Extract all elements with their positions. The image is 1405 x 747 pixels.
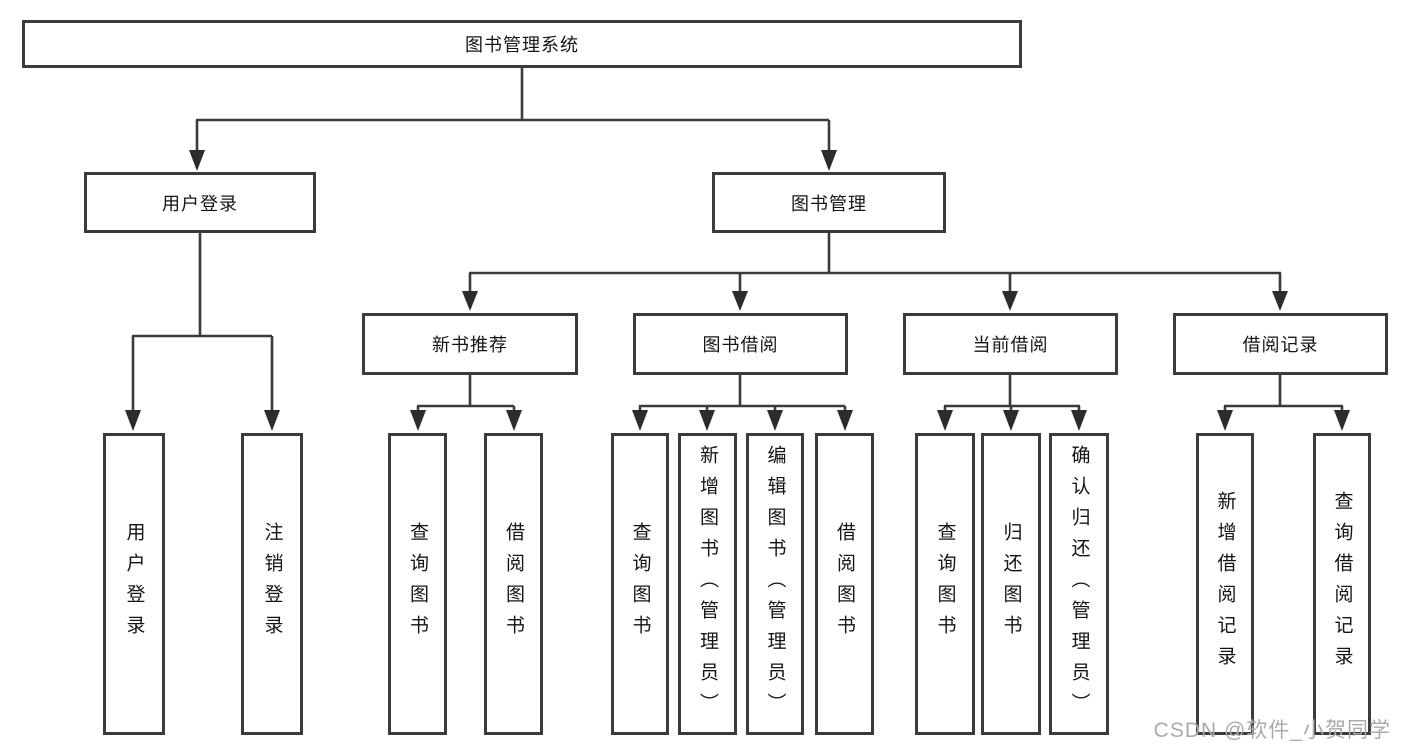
leaf-recommend-query-book: 查询图书 [388, 433, 447, 735]
leaf-borrow-borrow-book-label: 借阅图书 [834, 522, 855, 646]
leaf-borrow-add-book-admin-label: 新增图书（管理员） [697, 444, 718, 724]
node-current-borrow: 当前借阅 [903, 313, 1118, 375]
node-book-management-label: 图书管理 [791, 193, 867, 214]
leaf-recommend-query-book-label: 查询图书 [407, 522, 428, 646]
leaf-borrow-edit-book-admin-label: 编辑图书（管理员） [764, 444, 786, 724]
node-book-borrow-label: 图书借阅 [702, 335, 779, 355]
connector-borrow-to-leaves [638, 375, 847, 412]
leaf-recommend-borrow-book-label: 借阅图书 [503, 522, 524, 646]
node-borrow-record-label: 借阅记录 [1242, 335, 1319, 355]
arrowheads-newbook-to-leaves [410, 410, 522, 431]
leaf-borrow-query-book-label: 查询图书 [629, 522, 651, 646]
arrowheads-borrow-to-leaves [632, 410, 853, 431]
node-borrow-record: 借阅记录 [1173, 313, 1388, 375]
leaf-borrow-add-book-admin: 新增图书（管理员） [678, 433, 737, 735]
arrowheads-record-to-leaves [1217, 410, 1350, 431]
connector-userlogin-to-leaves [131, 233, 274, 412]
leaf-current-confirm-return-admin: 确认归还（管理员） [1049, 433, 1109, 735]
node-user-login-label: 用户登录 [162, 193, 238, 214]
node-book-borrow: 图书借阅 [633, 313, 848, 375]
leaf-current-confirm-return-admin-label: 确认归还（管理员） [1068, 444, 1090, 724]
leaf-borrow-query-book: 查询图书 [611, 433, 669, 735]
node-current-borrow-label: 当前借阅 [972, 335, 1049, 355]
leaf-current-query-book-label: 查询图书 [934, 522, 956, 646]
leaf-record-query-label: 查询借阅记录 [1331, 491, 1353, 677]
leaf-current-query-book: 查询图书 [915, 433, 975, 735]
node-root-system-label: 图书管理系统 [465, 35, 579, 55]
leaf-user-login: 用户登录 [103, 433, 165, 735]
leaf-recommend-borrow-book: 借阅图书 [484, 433, 543, 735]
leaf-current-return-book-label: 归还图书 [1000, 522, 1022, 646]
leaf-record-add: 新增借阅记录 [1196, 433, 1254, 735]
node-new-book-recommend: 新书推荐 [362, 313, 578, 375]
node-new-book-recommend-label: 新书推荐 [432, 335, 508, 355]
node-book-management: 图书管理 [712, 172, 946, 233]
leaf-record-query: 查询借阅记录 [1313, 433, 1371, 735]
leaf-record-add-label: 新增借阅记录 [1214, 491, 1236, 677]
connector-bookmgmt-to-level3 [468, 233, 1282, 292]
arrowheads-userlogin-to-leaves [125, 410, 280, 431]
arrowheads-current-to-leaves [937, 410, 1087, 431]
leaf-user-login-label: 用户登录 [123, 522, 145, 646]
leaf-logout: 注销登录 [241, 433, 303, 735]
node-root-system: 图书管理系统 [22, 20, 1022, 68]
arrowheads-bookmgmt-to-level3 [462, 291, 1288, 311]
leaf-current-return-book: 归还图书 [981, 433, 1041, 735]
leaf-borrow-edit-book-admin: 编辑图书（管理员） [746, 433, 804, 735]
leaf-borrow-borrow-book: 借阅图书 [815, 433, 874, 735]
arrowheads-root-to-level2 [189, 150, 837, 171]
connector-record-to-leaves [1223, 375, 1344, 412]
connector-current-to-leaves [943, 375, 1081, 412]
connector-newbook-to-leaves [416, 375, 516, 412]
connector-root-to-level2 [195, 68, 831, 152]
node-user-login: 用户登录 [84, 172, 316, 233]
leaf-logout-label: 注销登录 [261, 522, 283, 646]
